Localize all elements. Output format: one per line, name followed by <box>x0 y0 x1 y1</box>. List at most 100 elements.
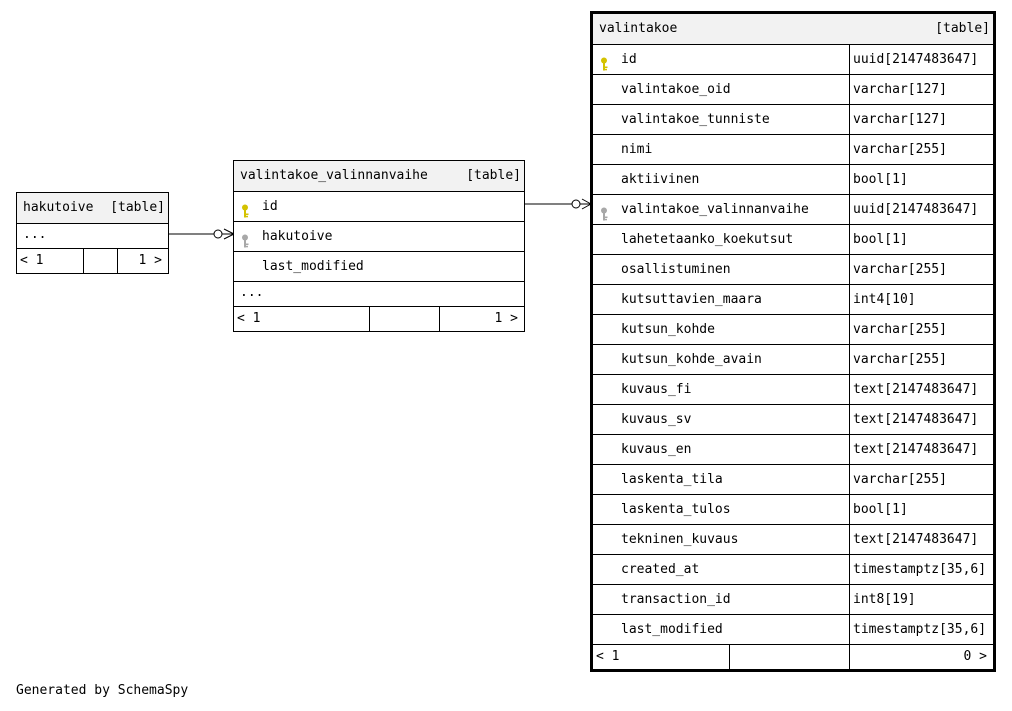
rel-hakutoive-to-valinnanvaihe <box>168 228 235 240</box>
table-name[interactable]: hakutoive <box>23 200 94 215</box>
column-row[interactable]: aktiivinen bool[1] <box>593 165 993 195</box>
footer-divider <box>849 645 850 669</box>
column-name: laskenta_tulos <box>621 502 731 517</box>
columns-collapsed: ... <box>17 224 168 249</box>
column-name: kutsun_kohde <box>621 322 715 337</box>
column-row[interactable]: kuvaus_fi text[2147483647] <box>593 375 993 405</box>
primary-key-icon <box>241 200 253 218</box>
column-name: valintakoe_oid <box>621 82 731 97</box>
column-type: varchar[255] <box>849 255 993 284</box>
column-row[interactable]: kuvaus_sv text[2147483647] <box>593 405 993 435</box>
table-header: hakutoive [table] <box>17 193 168 224</box>
column-type: varchar[255] <box>849 135 993 164</box>
column-name: transaction_id <box>621 592 731 607</box>
footer-divider <box>369 307 370 331</box>
column-name: nimi <box>621 142 653 157</box>
ellipsis: ... <box>240 285 264 300</box>
column-type: varchar[255] <box>849 345 993 374</box>
children-count[interactable]: 1 > <box>494 311 518 326</box>
column-row[interactable]: transaction_id int8[19] <box>593 585 993 615</box>
column-name: id <box>621 52 637 67</box>
table-type-tag: [table] <box>110 200 165 215</box>
primary-key-icon <box>600 53 612 71</box>
column-row[interactable]: valintakoe_valinnanvaihe uuid[2147483647] <box>593 195 993 225</box>
column-type: varchar[255] <box>849 315 993 344</box>
table-footer: < 1 0 > <box>593 645 993 669</box>
parents-count[interactable]: < 1 <box>20 253 44 268</box>
table-footer: < 1 1 > <box>234 307 524 331</box>
table-type-tag: [table] <box>466 168 521 183</box>
column-type: bool[1] <box>849 225 993 254</box>
column-type: varchar[127] <box>849 105 993 134</box>
column-type: text[2147483647] <box>849 375 993 404</box>
column-type: int8[19] <box>849 585 993 614</box>
foreign-key-icon <box>600 203 612 221</box>
table-name[interactable]: valintakoe <box>599 21 678 36</box>
column-row[interactable]: last_modified timestamptz[35,6] <box>593 615 993 645</box>
column-row[interactable]: kuvaus_en text[2147483647] <box>593 435 993 465</box>
column-row[interactable]: kutsun_kohde varchar[255] <box>593 315 993 345</box>
column-row[interactable]: hakutoive <box>234 222 524 252</box>
table-footer: < 1 1 > <box>17 249 168 273</box>
column-type: varchar[255] <box>849 465 993 494</box>
rel-valinnanvaihe-to-valintakoe <box>525 198 592 210</box>
column-name: kutsun_kohde_avain <box>621 352 762 367</box>
column-row[interactable]: created_at timestamptz[35,6] <box>593 555 993 585</box>
table-hakutoive[interactable]: hakutoive [table] ... < 1 1 > <box>16 192 169 274</box>
column-type: text[2147483647] <box>849 405 993 434</box>
foreign-key-icon <box>241 230 253 248</box>
column-row[interactable]: valintakoe_tunniste varchar[127] <box>593 105 993 135</box>
column-type: timestamptz[35,6] <box>849 555 993 584</box>
children-count[interactable]: 1 > <box>138 253 162 268</box>
children-count[interactable]: 0 > <box>963 649 987 664</box>
column-name: last_modified <box>621 622 723 637</box>
table-header: valintakoe_valinnanvaihe [table] <box>234 161 524 192</box>
column-name: aktiivinen <box>621 172 700 187</box>
column-row[interactable]: kutsuttavien_maara int4[10] <box>593 285 993 315</box>
table-header: valintakoe [table] <box>593 14 993 45</box>
table-valintakoe-valinnanvaihe[interactable]: valintakoe_valinnanvaihe [table] id hakut… <box>233 160 525 332</box>
column-name: osallistuminen <box>621 262 731 277</box>
column-name: valintakoe_valinnanvaihe <box>621 202 809 217</box>
column-row[interactable]: nimi varchar[255] <box>593 135 993 165</box>
column-name: kutsuttavien_maara <box>621 292 762 307</box>
parents-count[interactable]: < 1 <box>596 649 620 664</box>
column-name: kuvaus_sv <box>621 412 692 427</box>
column-type: uuid[2147483647] <box>849 45 993 74</box>
column-name: last_modified <box>262 259 364 274</box>
columns-collapsed: ... <box>234 282 524 307</box>
column-name: kuvaus_en <box>621 442 692 457</box>
column-name: kuvaus_fi <box>621 382 692 397</box>
column-name: created_at <box>621 562 700 577</box>
column-row[interactable]: laskenta_tulos bool[1] <box>593 495 993 525</box>
column-row[interactable]: last_modified <box>234 252 524 282</box>
column-type: int4[10] <box>849 285 993 314</box>
column-name: valintakoe_tunniste <box>621 112 770 127</box>
column-row[interactable]: id <box>234 192 524 222</box>
footer-divider <box>439 307 440 331</box>
column-row[interactable]: kutsun_kohde_avain varchar[255] <box>593 345 993 375</box>
column-row[interactable]: id uuid[2147483647] <box>593 45 993 75</box>
column-type: timestamptz[35,6] <box>849 615 993 644</box>
generated-by-note: Generated by SchemaSpy <box>16 683 189 698</box>
column-type: varchar[127] <box>849 75 993 104</box>
column-row[interactable]: valintakoe_oid varchar[127] <box>593 75 993 105</box>
column-list: id uuid[2147483647] valintakoe_oid varchar[… <box>593 45 993 645</box>
column-type: bool[1] <box>849 495 993 524</box>
footer-divider <box>729 645 730 669</box>
column-row[interactable]: osallistuminen varchar[255] <box>593 255 993 285</box>
table-name[interactable]: valintakoe_valinnanvaihe <box>240 168 428 183</box>
column-type: bool[1] <box>849 165 993 194</box>
ellipsis: ... <box>23 227 47 242</box>
column-type: uuid[2147483647] <box>849 195 993 224</box>
column-type: text[2147483647] <box>849 435 993 464</box>
column-name: tekninen_kuvaus <box>621 532 739 547</box>
parents-count[interactable]: < 1 <box>237 311 261 326</box>
footer-divider <box>117 249 118 273</box>
column-name: id <box>262 199 278 214</box>
